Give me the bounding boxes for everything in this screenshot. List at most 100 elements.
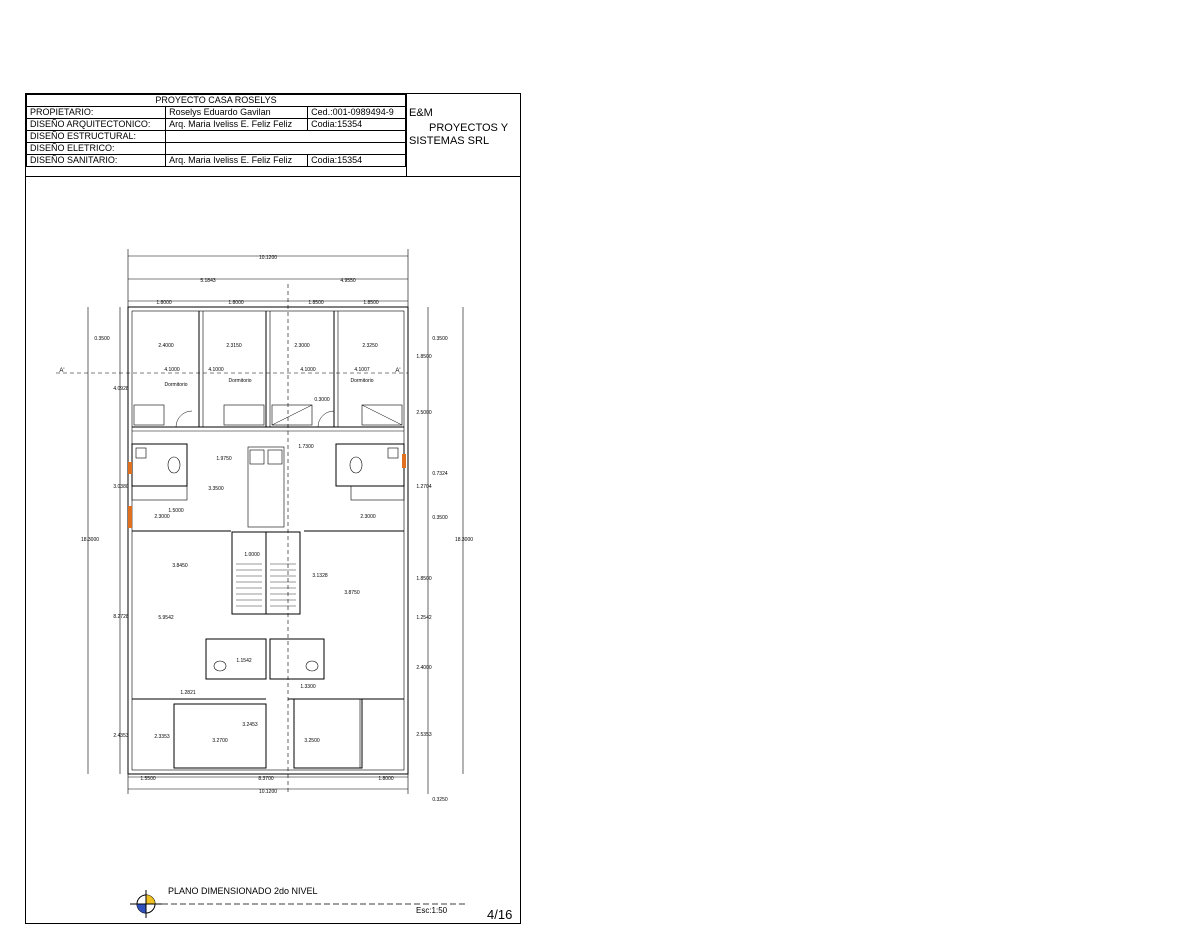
dim-label: 4.1000 <box>164 367 180 373</box>
dim-label: 3.3500 <box>208 486 224 492</box>
bathroom-wall <box>205 638 267 680</box>
dim-label: 2.3000 <box>294 343 310 349</box>
dim-label: 2.4000 <box>416 665 432 671</box>
inner-wall-line <box>131 310 405 771</box>
stove <box>267 449 283 465</box>
stair-treads <box>236 563 296 607</box>
dim-label: 3.8750 <box>344 590 360 596</box>
dim-label: 4.1000 <box>208 367 224 373</box>
dim-label: 1.8500 <box>363 300 379 306</box>
dim-label: 10.1200 <box>259 789 277 795</box>
plan-title: PLANO DIMENSIONADO 2do NIVEL <box>168 886 318 896</box>
dim-label: 5.9542 <box>158 615 174 621</box>
toilet <box>305 660 319 672</box>
dim-label: 1.2821 <box>180 690 196 696</box>
closet <box>271 404 313 426</box>
dim-label: 10.1200 <box>259 255 277 261</box>
row-label: DISEÑO SANITARIO: <box>25 154 167 167</box>
dim-label: 18.3000 <box>455 537 473 543</box>
dim-label: 1.1542 <box>236 658 252 664</box>
dim-label: 1.5500 <box>140 776 156 782</box>
closet <box>223 404 265 426</box>
dim-label: 0.3500 <box>94 336 110 342</box>
dim-label: 4.0928 <box>113 386 129 392</box>
dim-label: 4.1007 <box>354 367 370 373</box>
dim-label: 2.4353 <box>113 733 129 739</box>
counter <box>131 485 188 501</box>
door-arc <box>317 410 335 428</box>
dim-label: 3.2500 <box>304 738 320 744</box>
bathroom-wall <box>269 638 325 680</box>
orientation-symbol-icon <box>130 890 162 918</box>
dim-label: 3.0380 <box>113 484 129 490</box>
stove <box>249 449 265 465</box>
dim-label: 0.3500 <box>432 515 448 521</box>
closet <box>361 404 403 426</box>
toilet <box>213 660 227 672</box>
room-wall <box>293 698 363 769</box>
dimension-lines <box>56 249 464 794</box>
wall-hatch <box>128 454 406 528</box>
dim-label: 0.3500 <box>432 336 448 342</box>
room-label: Dormitorio <box>228 378 251 384</box>
dim-label: 1.8000 <box>378 776 394 782</box>
closet-door <box>361 404 403 426</box>
closet-door <box>271 404 313 426</box>
dim-label: 2.5353 <box>416 732 432 738</box>
dim-label: 2.3000 <box>360 514 376 520</box>
row-code: Codia:15354 <box>307 154 406 167</box>
dim-label: 1.3300 <box>300 684 316 690</box>
dim-label: 3.8450 <box>172 563 188 569</box>
title-block-row: DISEÑO ESTRUCTURAL: <box>25 130 406 143</box>
dim-label: 1.7300 <box>298 444 314 450</box>
dim-label: 1.2704 <box>416 484 432 490</box>
title-block-row: PROPIETARIO: Roselys Eduardo Gavilan Ced… <box>25 106 406 119</box>
section-mark: A' <box>395 368 400 374</box>
row-value: Arq. Maria Iveliss E. Feliz Feliz <box>165 154 309 167</box>
dimension-labels: 10.1200 5.1843 4.9550 1.8000 1.8000 1.85… <box>59 255 473 803</box>
title-block-row: DISEÑO SANITARIO: Arq. Maria Iveliss E. … <box>25 154 406 167</box>
dim-label: 2.5000 <box>416 410 432 416</box>
dim-label: 18.3000 <box>81 537 99 543</box>
dim-label: 0.3000 <box>314 397 330 403</box>
dim-label: 1.9750 <box>216 456 232 462</box>
dim-label: 1.2542 <box>416 615 432 621</box>
dim-label: 2.3000 <box>154 514 170 520</box>
sink <box>135 447 147 459</box>
dim-label: 2.3150 <box>226 343 242 349</box>
firm-name-line2: PROYECTOS Y <box>429 122 509 134</box>
door-arc <box>175 410 193 428</box>
firm-name-line3: SISTEMAS SRL <box>409 135 490 147</box>
room-label: Dormitorio <box>350 378 373 384</box>
dim-label: 2.4000 <box>158 343 174 349</box>
dim-label: 8.3700 <box>258 776 274 782</box>
dim-label: 5.1843 <box>200 278 216 284</box>
dim-label: 1.5000 <box>168 508 184 514</box>
toilet <box>167 456 181 474</box>
outer-wall <box>127 306 409 775</box>
floor-plan: 10.1200 5.1843 4.9550 1.8000 1.8000 1.85… <box>56 249 473 918</box>
bathroom-wall <box>131 443 188 487</box>
dim-label: 8.2728 <box>113 614 129 620</box>
toilet <box>349 456 363 474</box>
dim-label: 2.3353 <box>154 734 170 740</box>
dim-label: 3.2453 <box>242 722 258 728</box>
dim-label: 2.3250 <box>362 343 378 349</box>
dim-label: 4.9550 <box>340 278 356 284</box>
firm-block: E&M PROYECTOS Y SISTEMAS SRL <box>406 94 521 176</box>
sink <box>387 447 399 459</box>
section-mark: A' <box>59 368 64 374</box>
plan-scale: Esc:1:50 <box>416 906 448 915</box>
dim-label: 1.8000 <box>228 300 244 306</box>
dim-label: 1.8500 <box>416 576 432 582</box>
title-block-divider <box>26 176 520 177</box>
dim-label: 3.1328 <box>312 573 328 579</box>
dim-label: 0.3250 <box>432 797 448 803</box>
closet <box>133 404 165 426</box>
firm-name-line1: E&M <box>409 107 433 119</box>
dim-label: 1.8000 <box>156 300 172 306</box>
drawing-sheet: PROYECTO CASA ROSELYS PROPIETARIO: Rosel… <box>25 93 521 924</box>
sheet-number: 4/16 <box>487 907 513 922</box>
title-block-table: PROYECTO CASA ROSELYS PROPIETARIO: Rosel… <box>25 94 406 167</box>
room-wall <box>173 703 267 769</box>
